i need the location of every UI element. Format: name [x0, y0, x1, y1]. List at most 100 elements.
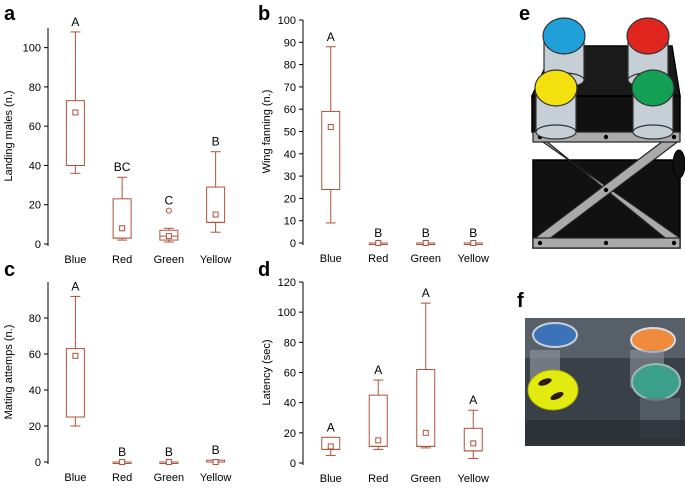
insect-2: [550, 391, 564, 401]
iqr-box: [321, 110, 341, 190]
y-tick-label: 40: [29, 385, 41, 397]
y-tick-label: 60: [284, 368, 296, 380]
mean-marker: [470, 440, 477, 447]
y-tick-label: 60: [284, 104, 296, 116]
box-green: C: [159, 194, 179, 243]
x-category-label: Red: [112, 254, 132, 266]
device-illustration: [530, 17, 685, 249]
significance-letter: A: [422, 286, 430, 300]
yellow-cylinder: [534, 69, 578, 140]
significance-letter: B: [118, 445, 126, 459]
significance-letter: A: [469, 393, 477, 407]
x-category-label: Red: [368, 253, 388, 265]
box-red: A: [368, 363, 388, 450]
panel-letter-d: d: [258, 259, 270, 281]
y-tick-label: 80: [284, 337, 296, 349]
box-blue: A: [65, 15, 85, 174]
y-tick-label: 40: [284, 149, 296, 161]
y-tick-label: 20: [29, 200, 41, 212]
iqr-box: [112, 198, 132, 239]
significance-letter: B: [212, 443, 220, 457]
y-tick-label: 120: [278, 277, 296, 289]
mean-marker: [212, 211, 219, 218]
mean-marker: [375, 437, 382, 444]
mean-marker: [375, 240, 382, 246]
mean-marker: [72, 352, 79, 359]
y-tick-label: 20: [29, 421, 41, 433]
mean-marker: [327, 443, 334, 450]
significance-letter: B: [374, 226, 382, 240]
x-category-label: Yellow: [458, 473, 489, 485]
y-axis-title: Mating attemps (n.): [3, 325, 15, 420]
panel-letter-c: c: [4, 259, 15, 281]
mean-marker: [165, 233, 172, 240]
significance-letter: B: [212, 135, 220, 149]
y-tick-label: 20: [284, 428, 296, 440]
box-green: A: [416, 286, 436, 449]
mean-marker: [72, 109, 79, 116]
mean-marker: [212, 459, 219, 465]
outlier-point: [165, 207, 172, 214]
significance-letter: C: [165, 194, 174, 208]
y-tick-label: 100: [278, 15, 296, 27]
y-axis-title: Latency (sec): [261, 339, 273, 405]
y-tick-label: 0: [35, 239, 41, 251]
y-tick-label: 20: [284, 193, 296, 205]
y-tick-label: 50: [284, 127, 296, 139]
x-category-label: Green: [410, 473, 441, 485]
mean-marker: [422, 429, 429, 436]
scissor-lift: [532, 131, 681, 249]
x-category-label: Red: [112, 472, 132, 484]
y-tick-label: 100: [23, 43, 41, 55]
box-blue: A: [65, 279, 85, 427]
yellow-target: [527, 369, 579, 411]
box-yellow: B: [206, 443, 226, 465]
box-blue: A: [321, 30, 341, 224]
significance-letter: A: [71, 279, 79, 293]
significance-letter: A: [71, 15, 79, 29]
box-yellow: A: [463, 393, 483, 459]
x-category-label: Blue: [64, 472, 86, 484]
mean-marker: [119, 225, 126, 232]
y-tick-label: 0: [290, 458, 296, 470]
x-category-label: Blue: [320, 473, 342, 485]
iqr-box: [65, 348, 85, 418]
box-blue: A: [321, 420, 341, 456]
mean-marker: [470, 240, 477, 246]
significance-letter: B: [165, 445, 173, 459]
box-green: B: [159, 445, 179, 465]
y-axis-title: Wing fanning (n.): [261, 90, 273, 174]
iqr-box: [463, 427, 483, 452]
y-tick-label: 60: [29, 349, 41, 361]
panel-letter-e: e: [519, 3, 530, 25]
y-tick-label: 30: [284, 171, 296, 183]
box-yellow: B: [463, 226, 483, 246]
y-tick-label: 80: [29, 313, 41, 325]
mean-marker: [422, 240, 429, 246]
significance-letter: A: [374, 363, 382, 377]
y-tick-label: 100: [278, 307, 296, 319]
box-yellow: B: [206, 135, 226, 233]
box-green: B: [416, 226, 436, 246]
y-axis-title: Landing males (n.): [3, 90, 15, 181]
y-tick-label: 40: [284, 398, 296, 410]
panel-letter-a: a: [4, 3, 16, 25]
y-tick-label: 90: [284, 37, 296, 49]
mean-marker: [327, 124, 334, 131]
insect-1: [538, 378, 552, 386]
panel-letter-b: b: [258, 3, 270, 25]
x-category-label: Yellow: [458, 253, 489, 265]
mean-marker: [165, 459, 172, 465]
y-tick-label: 60: [29, 121, 41, 133]
x-category-label: Blue: [320, 253, 342, 265]
box-red: B: [112, 445, 132, 465]
y-tick-label: 80: [29, 82, 41, 94]
significance-letter: BC: [114, 160, 131, 174]
significance-letter: A: [327, 420, 335, 434]
x-category-label: Green: [410, 253, 441, 265]
mean-marker: [119, 459, 126, 465]
